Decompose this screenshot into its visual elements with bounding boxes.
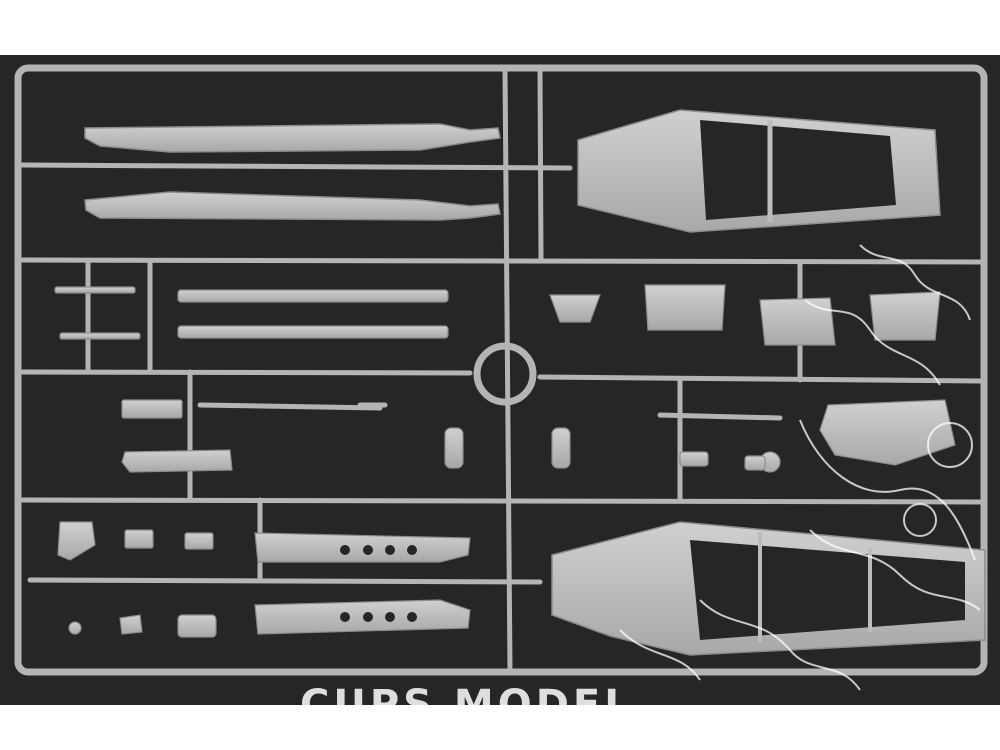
small-parts-lower-left — [57, 521, 217, 638]
white-margin — [0, 705, 1000, 750]
side-panels — [254, 532, 471, 635]
long-bars — [54, 286, 449, 340]
sprue-frame — [14, 64, 988, 676]
floor-frame — [551, 521, 986, 656]
sprue-ring — [473, 342, 537, 406]
watermark-logo: CUPS MODEL — [300, 682, 634, 722]
frame-upper-right — [577, 109, 941, 233]
watermark-sketch — [619, 244, 981, 691]
sprue-runners — [19, 67, 983, 673]
chassis-rails — [84, 123, 501, 221]
small-parts-middle — [121, 284, 956, 473]
